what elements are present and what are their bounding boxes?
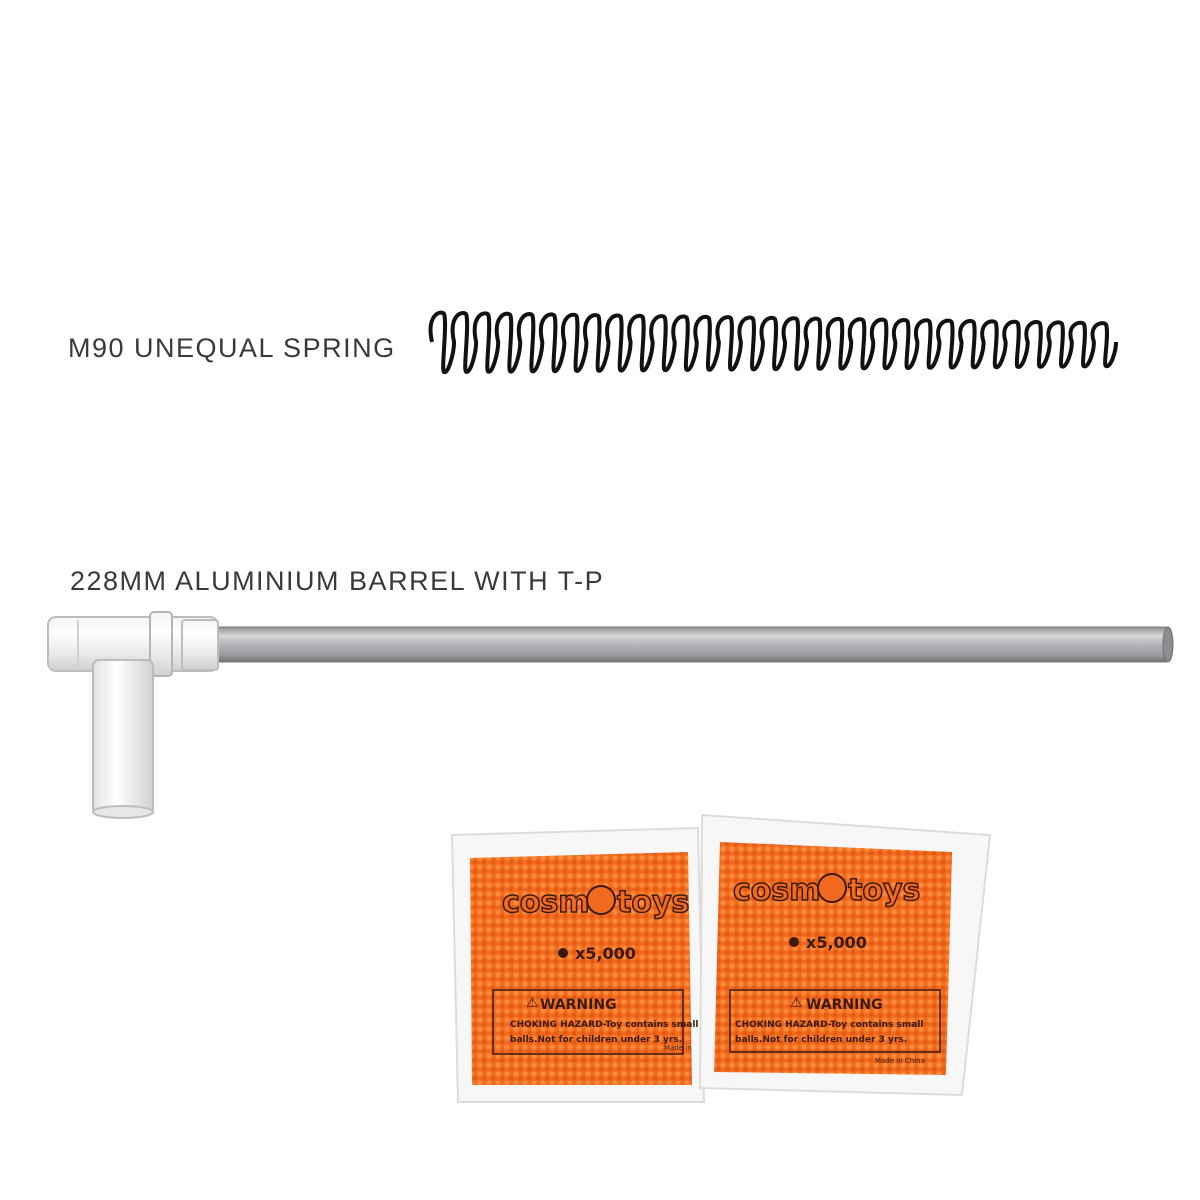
pack2-warning-icon: ⚠ xyxy=(790,994,803,1010)
pack1-bead-icon xyxy=(558,948,568,958)
gel-ball-pack-2: cosmo toys x5,000 WARNING ⚠ CHOKING HAZA… xyxy=(698,813,992,1097)
t-piece xyxy=(47,611,219,819)
pack2-brand2-text: toys xyxy=(848,873,920,908)
pack1-made-in: Made in xyxy=(664,1044,692,1052)
aluminium-barrel xyxy=(207,626,1174,663)
pack2-warning-line1: CHOKING HAZARD-Toy contains small xyxy=(735,1020,924,1030)
pack2-count: x5,000 xyxy=(806,933,867,952)
pack2-logo-icon xyxy=(817,873,847,903)
pack2-warning-line2: balls.Not for children under 3 yrs. xyxy=(735,1035,907,1045)
barrel-label: 228MM ALUMINIUM BARREL WITH T-P xyxy=(70,566,605,596)
pack1-warning-icon: ⚠ xyxy=(526,994,539,1010)
pack1-logo-icon xyxy=(586,885,616,915)
pack1-brand2-text: toys xyxy=(617,885,689,920)
pack2-made-in: Made in China xyxy=(875,1057,925,1065)
pack1-warning-line1: CHOKING HAZARD-Toy contains small xyxy=(510,1020,699,1030)
pack1-warning-title: WARNING xyxy=(540,997,617,1013)
pack2-warning-title: WARNING xyxy=(806,997,883,1013)
spring-label: M90 UNEQUAL SPRING xyxy=(68,333,396,363)
pack1-count: x5,000 xyxy=(575,944,636,963)
pack2-bead-icon xyxy=(789,937,799,947)
spring-coil xyxy=(428,310,1118,374)
gel-ball-pack-1: cosmo toys x5,000 WARNING ⚠ CHOKING HAZA… xyxy=(450,826,706,1103)
pack1-warning-line2: balls.Not for children under 3 yrs. xyxy=(510,1035,682,1045)
